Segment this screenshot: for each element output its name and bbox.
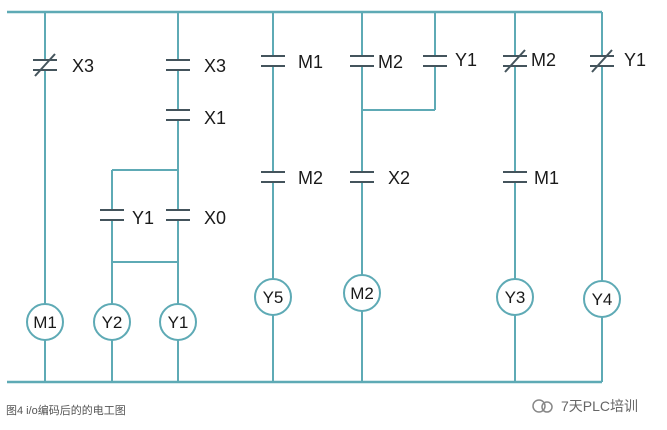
rung-4: M2 Y1 X2 M2 bbox=[343, 12, 477, 382]
rung-1: X3 M1 bbox=[26, 12, 94, 382]
contact-x3-no bbox=[166, 59, 190, 71]
coil-label: M1 bbox=[33, 313, 57, 332]
wechat-logo-icon bbox=[532, 399, 553, 413]
contact-label: Y1 bbox=[455, 50, 477, 70]
contact-y1 bbox=[100, 209, 124, 221]
contact-m2 bbox=[261, 171, 285, 183]
contact-m2-nc bbox=[503, 49, 527, 73]
watermark-text: 7天PLC培训 bbox=[561, 398, 639, 414]
contact-label: M2 bbox=[378, 52, 403, 72]
rung-6: Y1 Y4 bbox=[583, 12, 646, 382]
contact-label: X2 bbox=[388, 168, 410, 188]
coil-y3: Y3 bbox=[496, 278, 534, 316]
coil-label: Y2 bbox=[102, 313, 123, 332]
contact-x0 bbox=[166, 209, 190, 221]
coil-y4: Y4 bbox=[583, 280, 621, 318]
contact-label: Y1 bbox=[132, 208, 154, 228]
coil-label: Y3 bbox=[505, 288, 526, 307]
contact-y1-nc bbox=[590, 49, 614, 73]
contact-label: Y1 bbox=[624, 50, 646, 70]
coil-label: M2 bbox=[350, 284, 374, 303]
contact-x2 bbox=[350, 171, 374, 183]
contact-m1 bbox=[503, 171, 527, 183]
contact-label: X3 bbox=[72, 56, 94, 76]
rung-2: X3 X1 Y1 X0 Y2 Y1 bbox=[93, 12, 226, 382]
figure-caption: 图4 i/o编码后的的电工图 bbox=[6, 405, 126, 417]
contact-label: X1 bbox=[204, 108, 226, 128]
coil-y1: Y1 bbox=[159, 303, 197, 341]
contact-m1 bbox=[261, 55, 285, 67]
coil-y2: Y2 bbox=[93, 303, 131, 341]
contact-y1 bbox=[423, 55, 447, 67]
contact-label: M2 bbox=[531, 50, 556, 70]
coil-m1: M1 bbox=[26, 303, 64, 341]
coil-label: Y4 bbox=[592, 290, 613, 309]
contact-label: X3 bbox=[204, 56, 226, 76]
contact-label: M2 bbox=[298, 168, 323, 188]
watermark: 7天PLC培训 bbox=[531, 396, 638, 416]
contact-label: M1 bbox=[534, 168, 559, 188]
coil-label: Y5 bbox=[263, 288, 284, 307]
contact-m2 bbox=[350, 55, 374, 67]
contact-label: X0 bbox=[204, 208, 226, 228]
rung-5: M2 M1 Y3 bbox=[496, 12, 559, 382]
contact-label: M1 bbox=[298, 52, 323, 72]
contact-x1 bbox=[166, 109, 190, 121]
coil-y5: Y5 bbox=[254, 278, 292, 316]
coil-m2: M2 bbox=[343, 274, 381, 312]
coil-label: Y1 bbox=[168, 313, 189, 332]
rung-3: M1 M2 Y5 bbox=[254, 12, 323, 382]
contact-x3-nc bbox=[33, 53, 57, 77]
